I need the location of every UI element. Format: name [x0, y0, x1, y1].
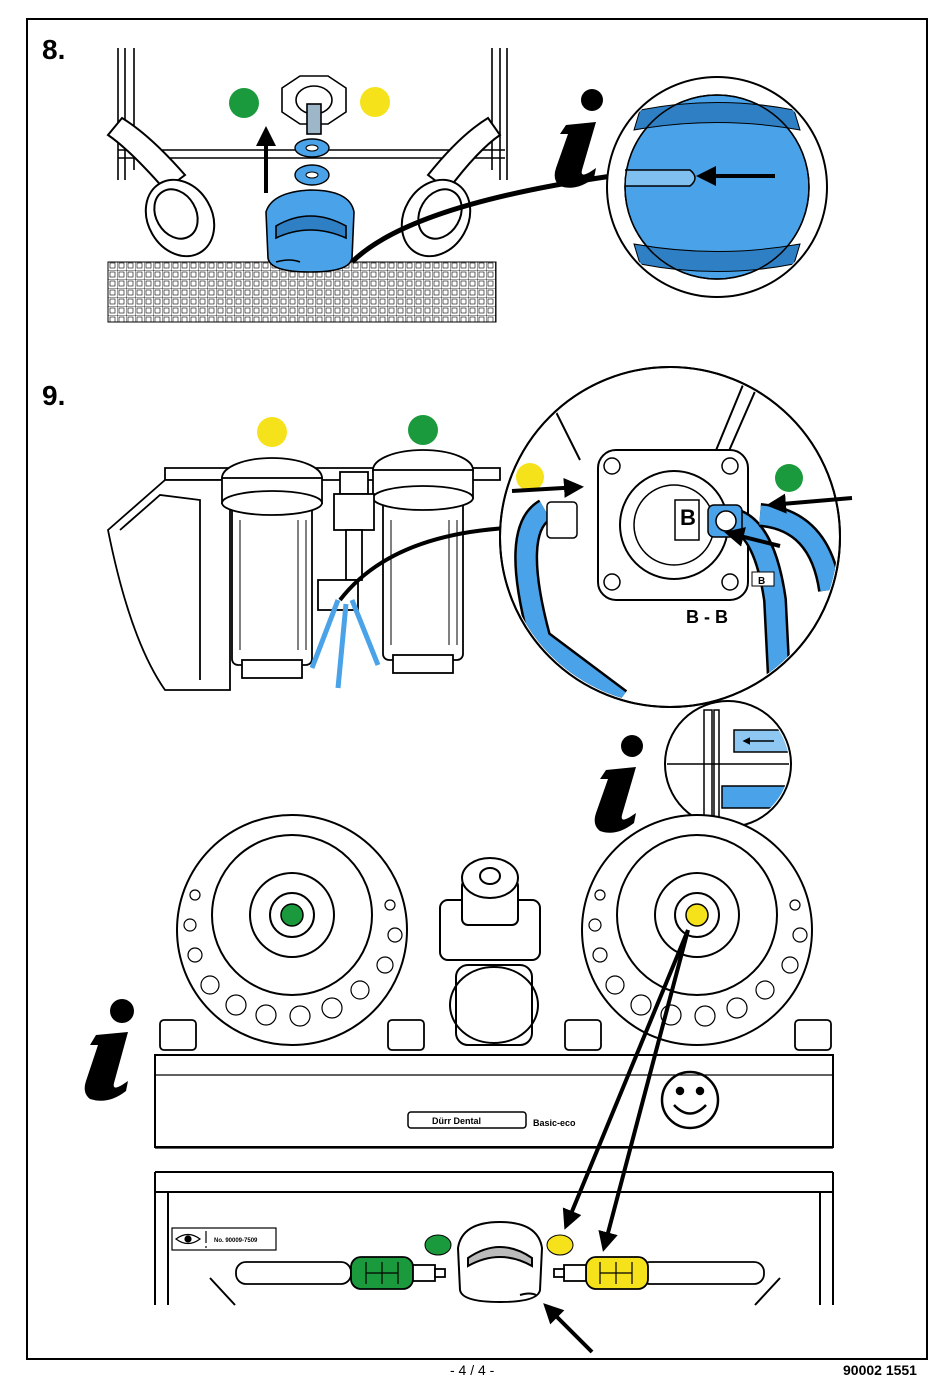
yellow-marker-dot [546, 1234, 574, 1256]
document-number: 90002 1551 [843, 1362, 917, 1378]
info-icon [554, 89, 603, 188]
green-marker-dot [424, 1234, 452, 1256]
plate-model-label: Basic-eco [533, 1118, 576, 1128]
yellow-marker-dot [257, 417, 287, 447]
step9-illustration: B B B - B [107, 366, 853, 833]
valve-b-label: B [680, 505, 696, 530]
eye-warning-icon [174, 1231, 207, 1248]
step-number-8: 8. [42, 34, 66, 65]
sticker-number-label: No. 90009-7509 [214, 1238, 258, 1244]
section-label: B - B [686, 607, 728, 627]
page-number: - 4 / 4 - [450, 1362, 495, 1378]
green-marker-dot [408, 415, 438, 445]
step-number-9: 9. [42, 380, 66, 411]
bottom-view-illustration: Dürr Dental Basic-eco No. 90009-7509 [84, 814, 834, 1354]
yellow-marker-dot [685, 903, 709, 927]
info-icon [84, 999, 134, 1101]
arrow-icon [598, 929, 690, 1252]
green-marker-dot [280, 903, 304, 927]
arrow-icon [766, 493, 853, 514]
step8-illustration [106, 48, 828, 323]
hose-b-label: B [758, 576, 765, 587]
info-icon [594, 735, 643, 833]
arrow-icon [562, 929, 690, 1230]
arrow-icon [511, 477, 584, 498]
green-marker-dot [229, 88, 259, 118]
arrow-icon [543, 1303, 594, 1354]
plate-brand-label: Dürr Dental [432, 1116, 481, 1126]
yellow-marker-dot [360, 87, 390, 117]
page-frame [26, 18, 928, 1360]
arrow-icon [724, 527, 781, 548]
smiley-icon [660, 1070, 720, 1130]
